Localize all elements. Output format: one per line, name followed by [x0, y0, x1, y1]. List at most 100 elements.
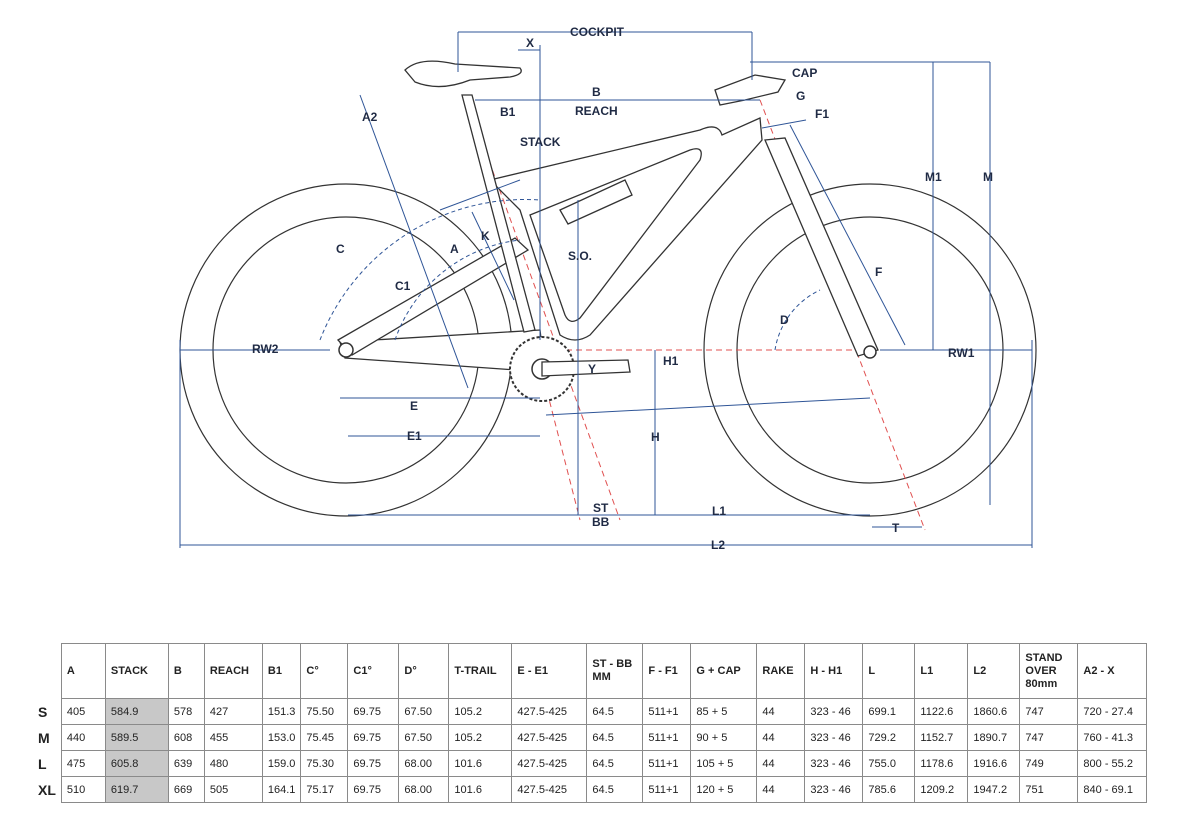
label-so: S.O.	[568, 249, 592, 263]
size-label: XL	[38, 781, 56, 798]
table-cell: 75.17	[300, 776, 349, 803]
table-cell: 64.5	[586, 776, 644, 803]
header-f-f1: F - F1	[642, 643, 692, 699]
table-cell: 405	[60, 698, 106, 725]
table-cell: 68.00	[398, 750, 450, 777]
header-c: C°	[300, 643, 349, 699]
table-cell: 605.8	[104, 750, 169, 777]
label-b1: B1	[500, 105, 516, 119]
label-e1: E1	[407, 429, 422, 443]
header-e-e1: E - E1	[511, 643, 588, 699]
table-cell: 619.7	[104, 776, 169, 803]
table-cell: 455	[203, 724, 263, 751]
table-cell: 729.2	[862, 724, 916, 751]
bike-geometry-diagram: COCKPIT X CAP B B1 REACH G F1 A2 STACK M…	[179, 25, 1037, 552]
table-cell: 68.00	[398, 776, 450, 803]
label-k: K	[481, 229, 490, 243]
table-cell: 475	[60, 750, 106, 777]
table-cell: 747	[1019, 724, 1079, 751]
table-cell: 85 + 5	[690, 698, 758, 725]
label-st: ST	[593, 501, 609, 515]
table-cell: 747	[1019, 698, 1079, 725]
table-cell: 749	[1019, 750, 1079, 777]
stem-handlebar	[714, 74, 787, 106]
table-cell: 1890.7	[967, 724, 1021, 751]
table-cell: 159.0	[261, 750, 302, 777]
table-cell: 1178.6	[914, 750, 969, 777]
header-c1: C1°	[347, 643, 400, 699]
table-cell: 69.75	[347, 750, 400, 777]
table-cell: 105.2	[448, 698, 513, 725]
table-cell: 608	[167, 724, 205, 751]
table-cell: 90 + 5	[690, 724, 758, 751]
front-axle	[863, 345, 877, 359]
header-b: B	[167, 643, 205, 699]
header-t-trail: T-TRAIL	[448, 643, 513, 699]
label-m: M	[983, 170, 993, 184]
label-rw1: RW1	[948, 346, 975, 360]
table-cell: 67.50	[398, 698, 450, 725]
table-cell: 69.75	[347, 698, 400, 725]
table-cell: 101.6	[448, 776, 513, 803]
label-t: T	[892, 521, 900, 535]
table-cell: 75.45	[300, 724, 349, 751]
label-bb: BB	[592, 515, 610, 529]
label-e: E	[410, 399, 418, 413]
table-cell: 105 + 5	[690, 750, 758, 777]
table-cell: 69.75	[347, 724, 400, 751]
header-reach: REACH	[203, 643, 263, 699]
label-h1: H1	[663, 354, 679, 368]
table-cell: 840 - 69.1	[1077, 776, 1148, 803]
size-label: L	[38, 755, 47, 772]
label-c1: C1	[395, 279, 411, 293]
table-cell: 44	[756, 724, 806, 751]
header-a2-x: A2 - X	[1077, 643, 1148, 699]
label-f1: F1	[815, 107, 829, 121]
label-stack: STACK	[520, 135, 561, 149]
table-cell: 751	[1019, 776, 1079, 803]
label-h: H	[651, 430, 660, 444]
table-cell: 584.9	[104, 698, 169, 725]
table-cell: 510	[60, 776, 106, 803]
fork	[764, 137, 879, 357]
label-b: B	[592, 85, 601, 99]
table-cell: 153.0	[261, 724, 302, 751]
table-cell: 44	[756, 698, 806, 725]
table-cell: 639	[167, 750, 205, 777]
front-triangle-cutout	[529, 148, 702, 322]
table-cell: 427.5-425	[511, 776, 588, 803]
label-reach: REACH	[575, 104, 618, 118]
header-st-bb: ST - BB MM	[586, 643, 644, 699]
table-cell: 800 - 55.2	[1077, 750, 1148, 777]
table-cell: 44	[756, 750, 806, 777]
label-m1: M1	[925, 170, 942, 184]
table-cell: 75.50	[300, 698, 349, 725]
table-cell: 760 - 41.3	[1077, 724, 1148, 751]
table-cell: 589.5	[104, 724, 169, 751]
header-rake: RAKE	[756, 643, 806, 699]
size-label: S	[38, 703, 48, 720]
label-a: A	[450, 242, 459, 256]
table-cell: 440	[60, 724, 106, 751]
label-l1: L1	[712, 504, 726, 518]
table-cell: 64.5	[586, 750, 644, 777]
header-l1: L1	[914, 643, 969, 699]
saddle	[404, 60, 522, 88]
table-cell: 64.5	[586, 724, 644, 751]
seat-tube	[461, 94, 536, 333]
table-cell: 67.50	[398, 724, 450, 751]
table-cell: 669	[167, 776, 205, 803]
table-cell: 120 + 5	[690, 776, 758, 803]
table-cell: 323 - 46	[804, 750, 864, 777]
corner-cell	[34, 644, 61, 699]
header-stack: STACK	[104, 643, 169, 699]
label-cockpit: COCKPIT	[570, 25, 625, 39]
table-cell: 511+1	[642, 776, 692, 803]
crank-arm	[541, 359, 631, 377]
geometry-table: A STACK B REACH B1 C° C1° D° T-TRAIL E -…	[34, 643, 1148, 803]
